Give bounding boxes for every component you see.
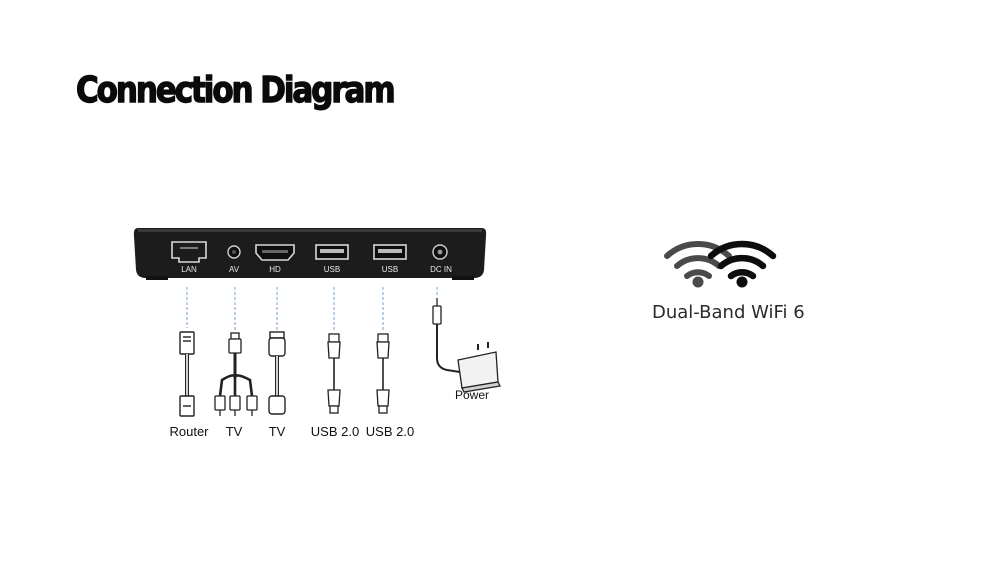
port-label-usb-2: USB	[382, 265, 398, 274]
device-label-router: Router	[169, 424, 209, 439]
port-label-usb-1: USB	[324, 265, 340, 274]
hdmi-port: HD	[255, 244, 295, 274]
wifi-icon	[664, 240, 777, 288]
device-label-tv-hdmi: TV	[269, 424, 286, 439]
ethernet-cable-icon	[179, 331, 195, 417]
connection-guide-lines	[186, 287, 438, 332]
av-port: AV	[227, 245, 241, 274]
page-title: Connection Diagram	[75, 69, 396, 111]
device-label-usb-2: USB 2.0	[366, 424, 414, 439]
port-label-dc-in: DC IN	[430, 265, 452, 274]
hdmi-cable-icon	[268, 331, 286, 415]
wifi-label: Dual-Band WiFi 6	[652, 302, 805, 323]
usb-port-1: USB	[315, 244, 349, 274]
lan-port: LAN	[171, 241, 207, 274]
device-label-tv-av: TV	[226, 424, 243, 439]
tv-box-device	[133, 228, 487, 280]
port-label-av: AV	[229, 265, 240, 274]
device-label-power: Power	[455, 388, 489, 402]
device-label-usb-1: USB 2.0	[311, 424, 359, 439]
port-label-hd: HD	[269, 265, 281, 274]
usb-cable-icon-2	[376, 333, 390, 414]
usb-cable-icon-1	[327, 333, 341, 414]
port-label-lan: LAN	[181, 265, 197, 274]
usb-port-2: USB	[373, 244, 407, 274]
power-adapter-icon	[432, 298, 501, 393]
dc-in-port: DC IN	[430, 244, 452, 274]
av-rca-cable-icon	[214, 332, 258, 416]
